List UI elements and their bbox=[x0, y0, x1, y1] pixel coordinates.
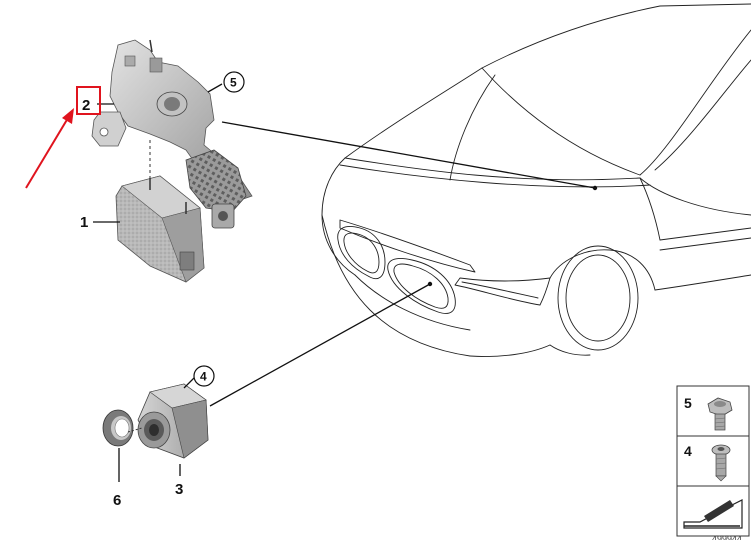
callouts: 2 1 3 6 5 4 bbox=[80, 71, 245, 509]
leader-lines bbox=[209, 121, 598, 407]
callout-6: 6 bbox=[113, 492, 121, 509]
legend-item-5: 5 bbox=[684, 395, 692, 411]
bracket-part-2 bbox=[91, 39, 253, 229]
callout-leaders bbox=[93, 83, 223, 482]
callout-1: 1 bbox=[80, 214, 88, 231]
direction-arrow-icon bbox=[683, 499, 743, 529]
highlight-annotation bbox=[25, 86, 101, 189]
control-unit-part-1 bbox=[115, 175, 205, 283]
camera-part-3 bbox=[137, 383, 209, 459]
highlight-box bbox=[76, 86, 101, 115]
callout-4: 4 bbox=[200, 370, 207, 384]
seal-ring-part-6 bbox=[102, 409, 143, 447]
footer-code: 499944 bbox=[712, 534, 742, 540]
callout-5: 5 bbox=[230, 76, 237, 90]
callout-2: 2 bbox=[82, 97, 90, 114]
arrow-head bbox=[62, 108, 74, 124]
car-outline bbox=[321, 3, 751, 357]
torx-screw-icon bbox=[711, 444, 731, 482]
highlight-arrow bbox=[25, 117, 69, 189]
fastener-legend: 5 4 bbox=[676, 385, 750, 537]
callout-3: 3 bbox=[175, 481, 183, 498]
legend-item-4: 4 bbox=[684, 443, 692, 459]
flange-bolt-icon bbox=[707, 397, 733, 431]
